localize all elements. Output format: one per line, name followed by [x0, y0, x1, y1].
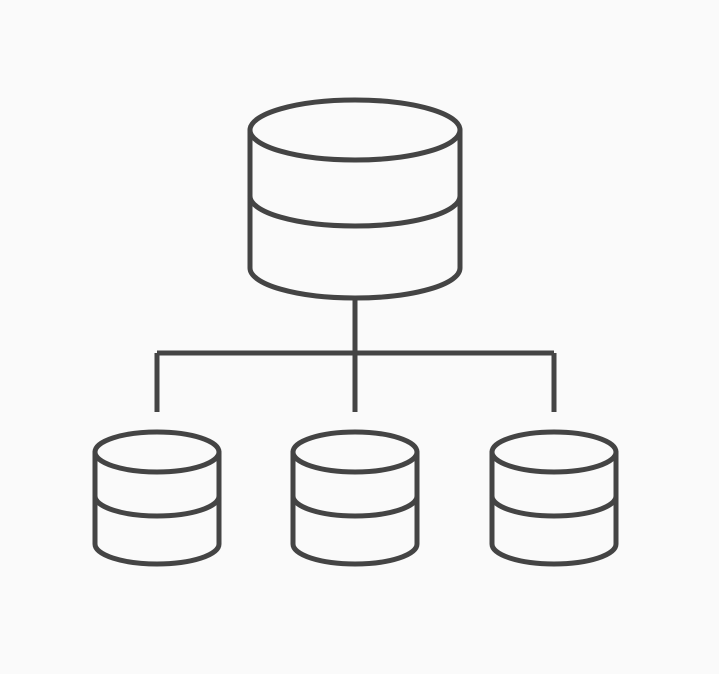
database-top-ellipse: [247, 97, 463, 163]
database-body-fill: [293, 432, 417, 564]
database-top-ellipse: [290, 429, 420, 475]
database-body-fill: [492, 432, 616, 564]
database-outline: [489, 449, 619, 567]
database-band-line: [489, 493, 619, 519]
database-band-line: [247, 193, 463, 229]
database-body-fill: [250, 100, 460, 298]
database-icon: [489, 429, 619, 567]
database-icon: [92, 429, 222, 567]
database-band-line: [92, 493, 222, 519]
database-outline: [92, 449, 222, 567]
database-band-line: [290, 493, 420, 519]
database-top-ellipse: [92, 429, 222, 475]
database-top-ellipse: [489, 429, 619, 475]
database-outline: [290, 449, 420, 567]
database-icon: [247, 97, 463, 301]
database-body-fill: [95, 432, 219, 564]
database-outline: [247, 127, 463, 301]
connector-tree: [154, 298, 557, 412]
database-icon: [290, 429, 420, 567]
